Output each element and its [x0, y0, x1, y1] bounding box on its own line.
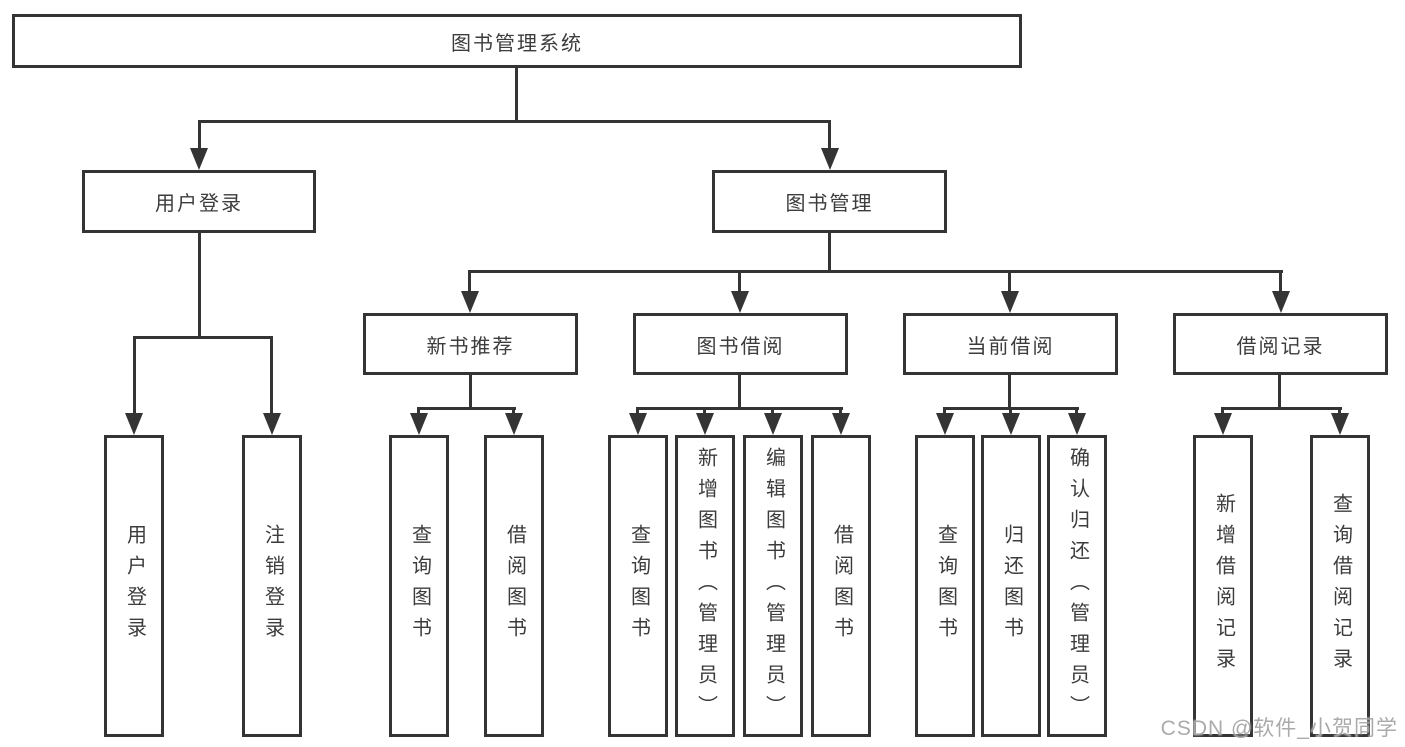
connector-line	[1008, 375, 1011, 409]
arrow-down-icon	[190, 148, 208, 170]
connector-line	[1221, 407, 1224, 417]
connector-line	[943, 407, 946, 417]
connector-line	[738, 270, 741, 294]
connector-line	[771, 407, 774, 417]
arrow-down-icon	[1272, 291, 1290, 313]
node-book-management: 图书管理	[712, 170, 947, 233]
connector-line	[133, 336, 136, 417]
arrow-down-icon	[764, 413, 782, 435]
connector-line	[636, 407, 639, 417]
connector-line	[637, 407, 843, 410]
leaf-logout: 注销登录	[242, 435, 302, 737]
connector-line	[828, 120, 831, 152]
arrow-down-icon	[1002, 413, 1020, 435]
connector-line	[469, 375, 472, 409]
connector-line	[198, 120, 201, 152]
leaf-newbooks-borrow: 借阅图书	[484, 435, 544, 737]
leaf-current-return: 归还图书	[981, 435, 1041, 737]
connector-line	[198, 120, 831, 123]
arrow-down-icon	[629, 413, 647, 435]
node-book-borrow: 图书借阅	[633, 313, 848, 375]
arrow-down-icon	[505, 413, 523, 435]
node-root: 图书管理系统	[12, 14, 1022, 68]
arrow-down-icon	[696, 413, 714, 435]
arrow-down-icon	[1068, 413, 1086, 435]
arrow-down-icon	[731, 291, 749, 313]
leaf-current-confirm-admin: 确认归还（管理员）	[1047, 435, 1107, 737]
connector-line	[828, 233, 831, 273]
arrow-down-icon	[821, 148, 839, 170]
connector-line	[738, 375, 741, 409]
connector-line	[1279, 270, 1282, 294]
node-borrow-records: 借阅记录	[1173, 313, 1388, 375]
connector-line	[1278, 375, 1281, 409]
arrow-down-icon	[410, 413, 428, 435]
connector-line	[1075, 407, 1078, 417]
arrow-down-icon	[125, 413, 143, 435]
connector-line	[468, 270, 471, 294]
arrow-down-icon	[1214, 413, 1232, 435]
arrow-down-icon	[936, 413, 954, 435]
leaf-records-add: 新增借阅记录	[1193, 435, 1253, 737]
node-current-borrow: 当前借阅	[903, 313, 1118, 375]
connector-line	[703, 407, 706, 417]
leaf-user-login: 用户登录	[104, 435, 164, 737]
connector-line	[417, 407, 420, 417]
node-new-book-recommend: 新书推荐	[363, 313, 578, 375]
leaf-borrow-borrow: 借阅图书	[811, 435, 871, 737]
connector-line	[515, 68, 518, 123]
arrow-down-icon	[461, 291, 479, 313]
connector-line	[198, 233, 201, 339]
node-user-login: 用户登录	[82, 170, 316, 233]
connector-line	[270, 336, 273, 417]
connector-line	[1009, 407, 1012, 417]
leaf-current-query: 查询图书	[915, 435, 975, 737]
connector-line	[418, 407, 516, 410]
leaf-records-query: 查询借阅记录	[1310, 435, 1370, 737]
arrow-down-icon	[832, 413, 850, 435]
connector-line	[1338, 407, 1341, 417]
arrow-down-icon	[1001, 291, 1019, 313]
leaf-borrow-edit-admin: 编辑图书（管理员）	[743, 435, 803, 737]
watermark: CSDN @软件_小贺同学	[1160, 717, 1398, 740]
arrow-down-icon	[263, 413, 281, 435]
connector-line	[1222, 407, 1342, 410]
connector-line	[512, 407, 515, 417]
leaf-borrow-add-admin: 新增图书（管理员）	[675, 435, 735, 737]
leaf-newbooks-query: 查询图书	[389, 435, 449, 737]
connector-line	[133, 336, 273, 339]
connector-line	[1008, 270, 1011, 294]
leaf-borrow-query: 查询图书	[608, 435, 668, 737]
connector-line	[839, 407, 842, 417]
connector-line	[469, 270, 1283, 273]
arrow-down-icon	[1331, 413, 1349, 435]
